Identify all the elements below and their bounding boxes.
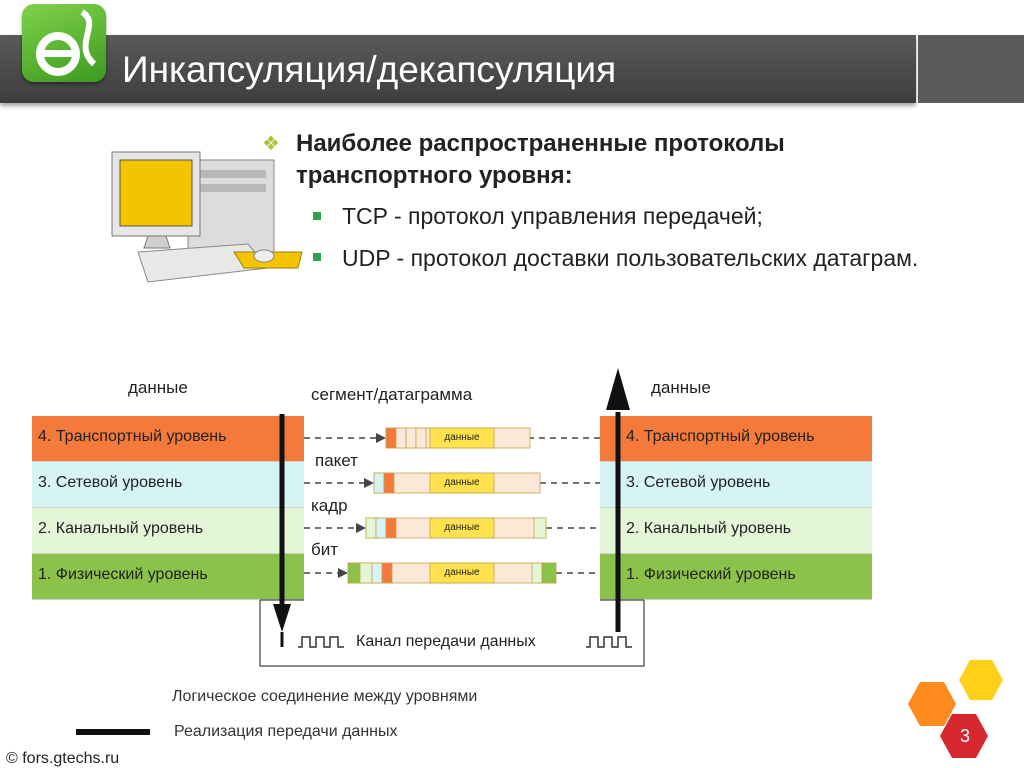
layer-datalink: 2. Канальный уровень: [32, 508, 304, 554]
bit-label: бит: [311, 540, 339, 559]
bullet-main: Наиболее распространенные протоколы тран…: [296, 130, 785, 189]
layer-transport: 4. Транспортный уровень: [600, 416, 872, 462]
packet-data-text: данные: [444, 567, 480, 578]
legend-solid-line: [76, 729, 150, 735]
encapsulation-diagram: [259, 368, 645, 667]
packet-data-text: данные: [444, 522, 480, 533]
layer-physical: 1. Физический уровень: [600, 554, 872, 600]
left-layer-stack: 4. Транспортный уровень 3. Сетевой урове…: [32, 416, 304, 600]
square-bullet-icon: [313, 253, 321, 261]
footer-copyright: © fors.gtechs.ru: [6, 750, 120, 767]
page-number: 3: [959, 726, 970, 746]
title-bar-accent: [918, 35, 1024, 103]
page-title: Инкапсуляция/декапсуляция: [122, 49, 617, 90]
legend-dashed-text: Логическое соединение между уровнями: [172, 688, 478, 705]
right-layer-stack: 4. Транспортный уровень 3. Сетевой урове…: [600, 416, 872, 600]
layer-physical: 1. Физический уровень: [32, 554, 304, 600]
packet-data-text: данные: [444, 432, 480, 443]
square-bullet-icon: [313, 212, 321, 220]
segment-label: сегмент/датаграмма: [311, 385, 473, 404]
left-data-label: данные: [128, 378, 188, 397]
layer-network: 3. Сетевой уровень: [32, 462, 304, 508]
title-bar: [0, 35, 916, 103]
layer-transport: 4. Транспортный уровень: [32, 416, 304, 462]
diamond-bullet-icon: ❖: [262, 133, 280, 155]
hexagon-decoration-icon: [908, 660, 1003, 758]
logo-icon: [22, 4, 106, 82]
sub-bullet-tcp: TCP - протокол управления передачей;: [342, 203, 763, 229]
legend-solid-text: Реализация передачи данных: [174, 723, 398, 740]
sub-bullet-udp: UDP - протокол доставки пользовательских…: [342, 245, 919, 271]
packet-data-text: данные: [444, 477, 480, 488]
packet-label: пакет: [315, 451, 358, 470]
layer-network: 3. Сетевой уровень: [600, 462, 872, 508]
frame-label: кадр: [311, 496, 348, 515]
channel-label: Канал передачи данных: [356, 633, 536, 650]
computer-icon: [111, 151, 303, 283]
right-data-label: данные: [651, 378, 711, 397]
layer-datalink: 2. Канальный уровень: [600, 508, 872, 554]
